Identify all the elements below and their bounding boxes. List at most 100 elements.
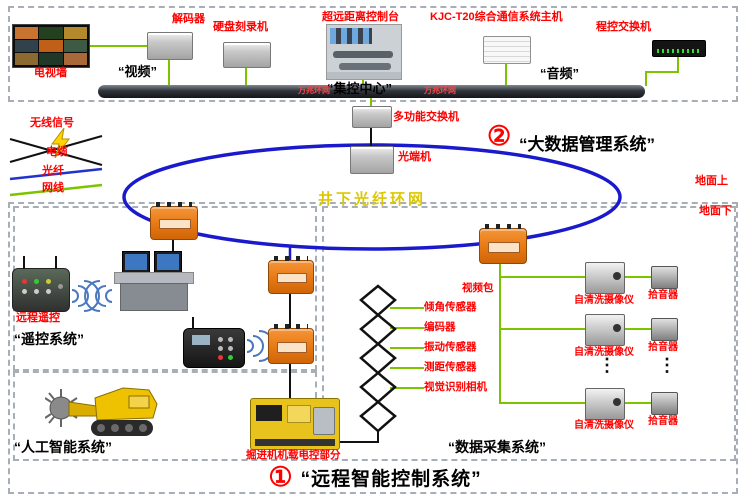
wireless-legend-label: 无线信号 [30, 117, 74, 129]
camera-device-2 [585, 314, 625, 346]
pickup-device-2 [651, 318, 678, 341]
onboard-control-label: 掘进机机载电控部分 [246, 449, 341, 461]
main-title-number: ① [268, 462, 293, 492]
sensor-label-tilt: 倾角传感器 [424, 301, 477, 313]
ellipsis-cameras: ⋮ [598, 355, 616, 375]
main-title-text: “远程智能控制系统” [300, 469, 482, 490]
switch-plate [159, 219, 191, 230]
ground-below-label: 地面下 [699, 205, 732, 217]
decoder-device [147, 32, 193, 60]
panel [287, 405, 311, 423]
optical-terminal-label: 光端机 [398, 151, 431, 163]
pbx-ports [657, 49, 701, 53]
pickup-label-3: 拾音器 [648, 416, 678, 427]
decoder-label: 解码器 [172, 13, 205, 25]
control-room-image [326, 24, 402, 80]
multi-switch-device [352, 106, 392, 128]
antenna-icon [192, 317, 194, 329]
recorder-label: 硬盘刻录机 [213, 21, 268, 33]
switch-plate [488, 241, 520, 253]
mine-switch-3 [268, 324, 314, 364]
screen-wall [330, 28, 372, 44]
daq-system-title: “数据采集系统” [448, 439, 546, 455]
ethernet-legend-label: 网线 [42, 182, 64, 194]
electric-cabinet [256, 405, 282, 421]
comm-host-device [483, 36, 531, 64]
remote-console-label: 超远距离控制台 [322, 11, 399, 23]
main-title: ① “远程智能控制系统” [0, 462, 750, 493]
daq-system-box [322, 206, 736, 461]
tv-wall-label: 电视墙 [34, 67, 67, 79]
camera-device-1 [585, 262, 625, 294]
sensor-label-encoder: 编码器 [424, 321, 456, 333]
mine-switch-4 [479, 224, 527, 264]
system2-number: ② [487, 121, 512, 151]
remote-system-title: “遥控系统” [14, 331, 84, 347]
wifi-icon-console [71, 280, 113, 312]
roadheader-machine-image [45, 387, 158, 436]
antenna-icon [55, 256, 57, 269]
cable-legend-label: 电缆 [46, 146, 68, 158]
mine-switch-2 [268, 256, 314, 294]
antenna-icon [23, 256, 25, 269]
fiber-legend-label: 光纤 [42, 165, 64, 177]
ring-network-label: 井下光纤环网 [317, 191, 426, 208]
controller-buttons [22, 279, 27, 284]
remote-ctrl-label: 远程遥控 [16, 312, 60, 324]
screen [157, 254, 179, 270]
camera-label-1: 自清洗摄像仪 [574, 295, 634, 306]
antenna-mast-icon [359, 284, 397, 433]
optical-terminal-device [350, 146, 394, 174]
video-pack-label: 视频包 [462, 282, 494, 294]
cable-glands-icon [156, 202, 192, 207]
bus-left-label: 万兆环网 [298, 86, 330, 95]
ground-ring-bus [98, 85, 645, 98]
track-strip [255, 439, 335, 446]
pickup-label-2: 拾音器 [648, 342, 678, 353]
ellipsis-pickups: ⋮ [658, 355, 676, 375]
cable-glands-icon [485, 224, 521, 229]
pickup-device-1 [651, 266, 678, 289]
audio-section-label: “音频” [540, 66, 580, 81]
console-desk-row1 [333, 51, 393, 58]
sensor-label-vibration: 振动传感器 [424, 341, 477, 353]
onboard-control-box [250, 398, 340, 450]
comm-host-label: KJC-T20综合通信系统主机 [430, 11, 563, 23]
recorder-device [223, 42, 271, 68]
pbx-label: 程控交换机 [596, 21, 651, 33]
control-center-label: “集控中心” [327, 81, 393, 96]
room-floor [327, 72, 401, 79]
underground-outer-box [8, 202, 738, 494]
legend-ethernet-line [9, 183, 103, 197]
camera-device-3 [585, 388, 625, 420]
pbx-device [652, 40, 706, 57]
mine-switch-1 [150, 202, 198, 240]
remote-controller-1 [12, 256, 70, 312]
cable-glands-icon [274, 256, 308, 261]
operator-monitor-1 [122, 251, 150, 273]
switch-plate [276, 341, 308, 353]
sensor-label-ranging: 测距传感器 [424, 361, 477, 373]
ground-systems-box [8, 6, 738, 102]
tank [313, 407, 335, 435]
operator-desk-front [120, 283, 188, 311]
controller-buttons [218, 337, 223, 342]
pickup-device-3 [651, 392, 678, 415]
operator-monitor-2 [154, 251, 182, 273]
cable-glands-icon [274, 324, 308, 329]
screen [125, 254, 147, 270]
camera-label-2: 自清洗摄像仪 [574, 347, 634, 358]
system2-title: “大数据管理系统” [519, 135, 655, 154]
ground-above-label: 地面上 [695, 175, 728, 187]
ai-system-title: “人工智能系统” [14, 439, 112, 455]
tv-wall-image [12, 24, 90, 68]
multi-switch-label: 多功能交换机 [393, 111, 459, 123]
pickup-label-1: 拾音器 [648, 290, 678, 301]
switch-plate [276, 273, 308, 284]
remote-controller-2 [183, 317, 245, 368]
controller-screen [192, 335, 210, 345]
video-section-label: “视频” [118, 64, 158, 79]
lightning-icon [51, 127, 70, 159]
